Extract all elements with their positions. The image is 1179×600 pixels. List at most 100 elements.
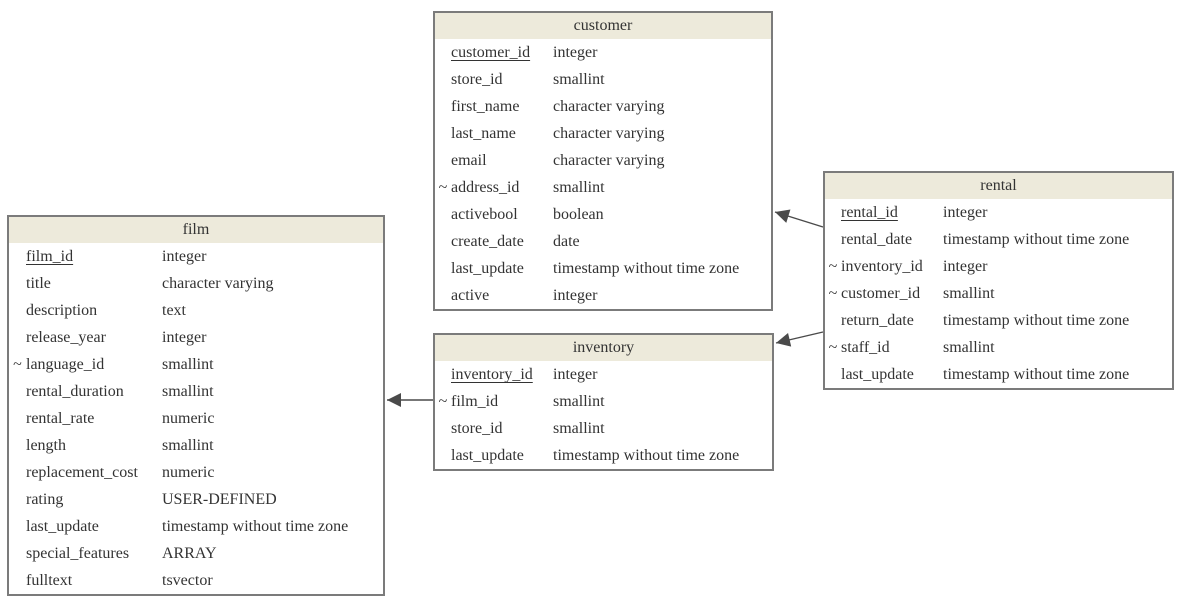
column-name: create_date [451,233,524,250]
column-name: title [26,275,51,292]
column-type: smallint [553,71,605,88]
column-name: last_update [841,366,914,383]
column-name: film_id [451,393,499,410]
column-type: ARRAY [162,545,217,562]
column-type: smallint [162,383,214,400]
fk-marker: ~ [828,258,838,275]
column-name: description [26,302,98,319]
column-name: return_date [841,312,914,329]
column-type: integer [943,204,988,221]
column-type: character varying [553,125,665,142]
column-type: smallint [943,285,995,302]
column-name: last_update [451,447,524,464]
column-row: description text [9,297,383,324]
column-name: first_name [451,98,520,115]
fk-marker: ~ [828,339,838,356]
column-type: integer [162,329,207,346]
column-name: language_id [26,356,105,373]
fk-marker [435,442,451,469]
column-type: smallint [162,437,214,454]
column-name: customer_id [841,285,921,302]
column-name: last_name [451,125,516,142]
fk-marker [9,405,26,432]
column-name: film_id [26,248,74,265]
fk-marker [9,459,26,486]
column-name: last_update [26,518,99,535]
column-type: timestamp without time zone [553,447,740,464]
fk-marker [435,415,451,442]
fk-marker [435,201,451,228]
column-type: numeric [162,464,215,481]
relationship-rental-inventory [775,331,824,347]
column-type: character varying [162,275,274,292]
column-row: fulltext tsvector [9,567,383,594]
column-type: integer [553,44,598,61]
column-type: smallint [943,339,995,356]
column-name: rental_rate [26,410,95,427]
column-type: timestamp without time zone [553,260,740,277]
fk-marker [9,486,26,513]
fk-marker [9,567,26,594]
column-name: rental_date [841,231,913,248]
column-name: fulltext [26,572,73,589]
fk-marker [9,513,26,540]
column-type: USER-DEFINED [162,491,277,508]
column-name: last_update [451,260,524,277]
column-type: timestamp without time zone [943,366,1130,383]
fk-marker [9,270,26,297]
column-type: text [162,302,186,319]
table-title: film [9,217,383,243]
fk-marker: ~ [828,285,838,302]
column-row: last_update timestamp without time zone [435,255,771,282]
fk-marker [435,120,451,147]
column-type: integer [553,287,598,304]
fk-marker [825,226,841,253]
column-name: store_id [451,71,503,88]
relationship-rental-customer [774,209,824,228]
column-type: smallint [553,179,605,196]
fk-marker [435,93,451,120]
column-type: timestamp without time zone [943,231,1130,248]
column-type: integer [162,248,207,265]
table-title: inventory [435,335,772,361]
column-row: release_year integer [9,324,383,351]
fk-marker [435,361,451,388]
fk-marker [435,228,451,255]
column-row: rating USER-DEFINED [9,486,383,513]
column-name: inventory_id [841,258,923,275]
fk-marker [825,307,841,334]
fk-marker [435,147,451,174]
column-type: tsvector [162,572,213,589]
column-row: last_update timestamp without time zone [825,361,1172,388]
fk-marker [435,39,451,66]
column-type: smallint [553,393,605,410]
column-name: rating [26,491,64,508]
fk-marker [435,255,451,282]
column-name: release_year [26,329,106,346]
column-row: store_id smallint [435,66,771,93]
fk-marker: ~ [438,393,448,410]
column-type: boolean [553,206,604,223]
fk-marker [435,282,451,309]
column-type: character varying [553,152,665,169]
column-type: smallint [553,420,605,437]
